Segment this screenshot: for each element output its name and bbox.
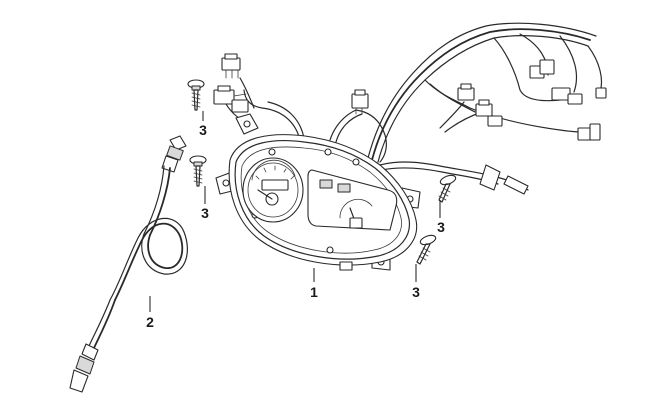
- instrument-cluster: [215, 113, 421, 271]
- callout-3-mid-right: 3: [437, 219, 445, 235]
- callout-2: 2: [146, 314, 154, 330]
- connector-group-top-left: [213, 53, 255, 125]
- screw-top-left: [187, 79, 205, 111]
- screw-mid-left: [189, 155, 207, 187]
- connector-group-top-center: [351, 89, 369, 115]
- wire-harness: [243, 22, 603, 191]
- callout-3-mid-left: 3: [201, 205, 209, 221]
- connector-group-center-right: [457, 83, 503, 127]
- connector-group-top-right: [529, 59, 607, 141]
- callout-3-top-left: 3: [199, 122, 207, 138]
- screw-lower-right: [416, 234, 437, 265]
- harness-end-terminal: [479, 164, 529, 195]
- callout-3-lower-right: 3: [412, 284, 420, 300]
- screw-mid-right: [438, 174, 457, 203]
- callout-1: 1: [310, 284, 318, 300]
- speedometer-cable: [69, 135, 188, 393]
